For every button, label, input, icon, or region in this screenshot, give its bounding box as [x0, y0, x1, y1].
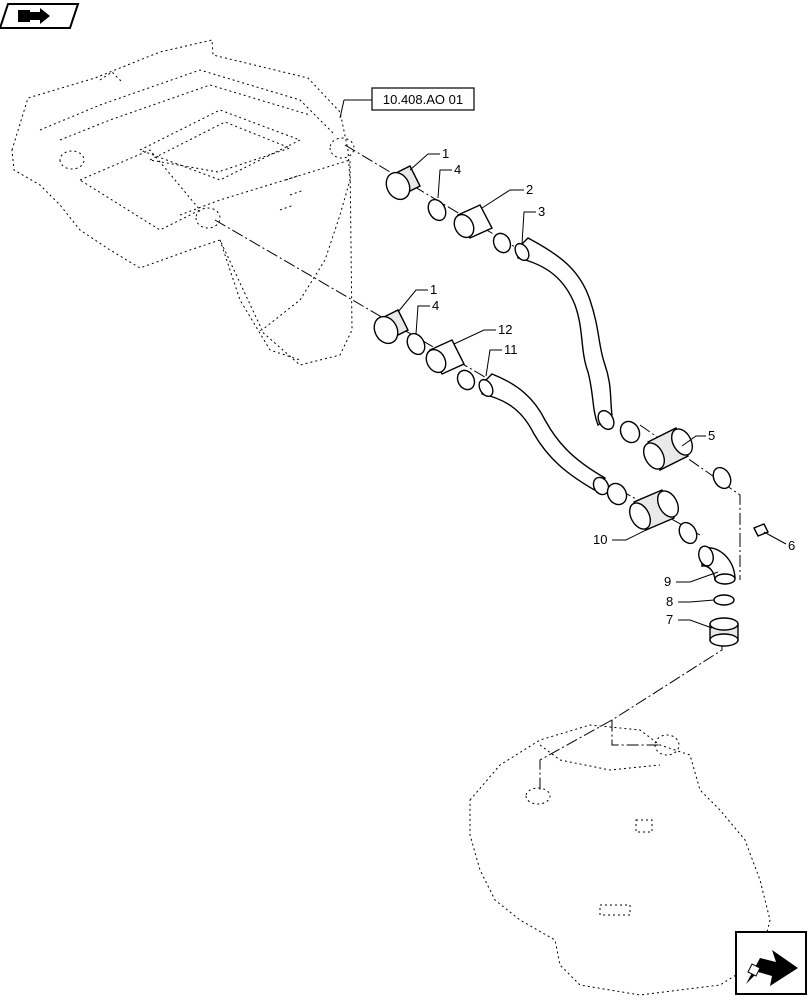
callout-2: 2: [526, 182, 533, 197]
engine-outline: [469, 724, 771, 996]
callout-1a: 1: [442, 146, 449, 161]
clamp-upper-a: [427, 198, 447, 222]
book-arrow-icon[interactable]: [0, 3, 80, 29]
callout-labels: 1 4 2 3 1 4 12 11 5 10 6 9 8 7: [430, 146, 795, 627]
clamp-lower-b: [456, 369, 476, 391]
upper-coolant-line: [385, 165, 732, 490]
callout-10: 10: [593, 532, 607, 547]
elbow-assembly: [698, 523, 769, 647]
callout-3: 3: [538, 204, 545, 219]
lower-coolant-line: [373, 309, 698, 545]
bolt: [753, 523, 769, 537]
callout-7: 7: [666, 612, 673, 627]
callout-4b: 4: [432, 298, 439, 313]
callout-8: 8: [666, 594, 673, 609]
upper-hose: [517, 237, 613, 427]
clamp-lower-c: [606, 482, 628, 506]
clamp-upper-c: [619, 420, 641, 444]
callout-11: 11: [504, 342, 518, 357]
clamp-lower-a: [406, 332, 426, 356]
reference-label: 10.408.AO 01: [383, 92, 463, 107]
callout-12: 12: [498, 322, 512, 337]
reference-box[interactable]: 10.408.AO 01: [371, 87, 475, 111]
callout-4a: 4: [454, 162, 461, 177]
callout-1b: 1: [430, 282, 437, 297]
callout-5: 5: [708, 428, 715, 443]
cab-housing-outline: [11, 39, 355, 366]
clamp-upper-d: [712, 466, 732, 490]
seal-ring: [713, 594, 735, 606]
callout-6: 6: [788, 538, 795, 553]
leader-lines: [339, 99, 787, 629]
callout-9: 9: [664, 574, 671, 589]
next-page-arrow-icon[interactable]: [735, 931, 807, 995]
clamp-upper-b: [492, 232, 512, 254]
lower-hose: [481, 373, 606, 493]
clamp-lower-d: [678, 521, 698, 545]
